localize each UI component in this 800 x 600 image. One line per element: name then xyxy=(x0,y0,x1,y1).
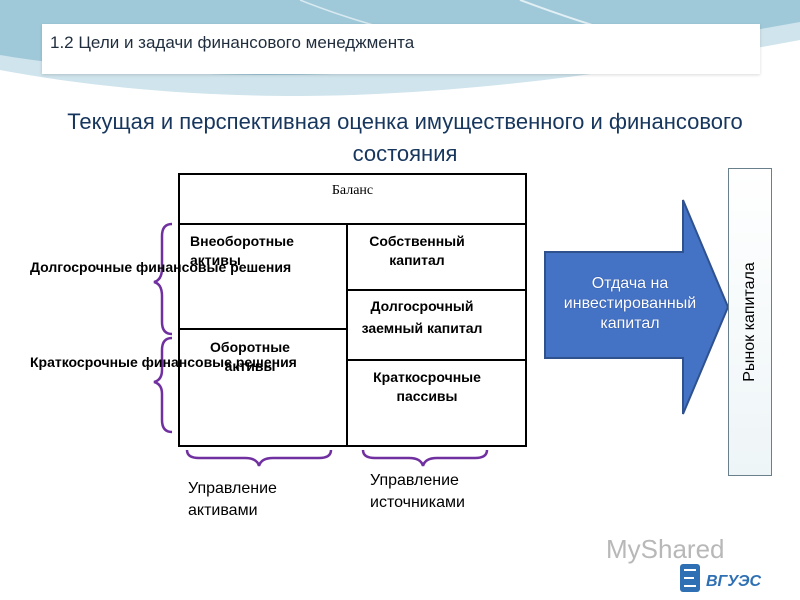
sources-brace xyxy=(361,449,489,467)
short-term-decisions-label: Краткосрочные финансовые решения xyxy=(30,354,297,370)
balance-header: Баланс xyxy=(180,175,525,225)
non-current-assets-cell: Внеоборотные активы xyxy=(190,233,294,268)
long-term-debt-cell: Долгосрочный заемный капитал xyxy=(361,298,483,336)
balance-sheet-table: Баланс Внеоборотные активы Оборотные акт… xyxy=(178,173,527,447)
capital-market-label: Рынок капитала xyxy=(741,262,758,382)
header-box xyxy=(42,24,760,74)
long-term-brace xyxy=(153,222,173,336)
university-logo: ВГУЭС xyxy=(680,564,762,592)
section-subtitle: 1.2 Цели и задачи финансового менеджмент… xyxy=(50,33,415,52)
liabilities-divider-1 xyxy=(348,289,525,291)
myshared-watermark: MyShared xyxy=(606,534,725,564)
page-title: Текущая и перспективная оценка имуществе… xyxy=(67,109,743,166)
short-term-brace xyxy=(153,336,173,434)
short-term-liabilities-cell: Краткосрочные пассивы xyxy=(373,369,481,404)
sources-management-label: Управление источниками xyxy=(370,472,465,511)
assets-management-label: Управление активами xyxy=(188,480,277,519)
return-arrow xyxy=(544,199,730,415)
left-braces xyxy=(153,222,173,434)
assets-divider xyxy=(180,328,346,330)
logo-text: ВГУЭС xyxy=(706,573,762,590)
arrow-label: Отдача на инвестированный капитал xyxy=(563,275,697,332)
bottom-braces xyxy=(185,449,489,467)
assets-brace xyxy=(185,449,333,467)
balance-divider-vertical xyxy=(346,225,348,447)
current-assets-cell: Оборотные активы xyxy=(210,339,290,374)
capital-market-box xyxy=(728,168,772,476)
long-term-decisions-label: Долгосрочные финансовые решения xyxy=(30,259,292,275)
liabilities-divider-2 xyxy=(348,359,525,361)
equity-cell: Собственный капитал xyxy=(369,233,465,268)
